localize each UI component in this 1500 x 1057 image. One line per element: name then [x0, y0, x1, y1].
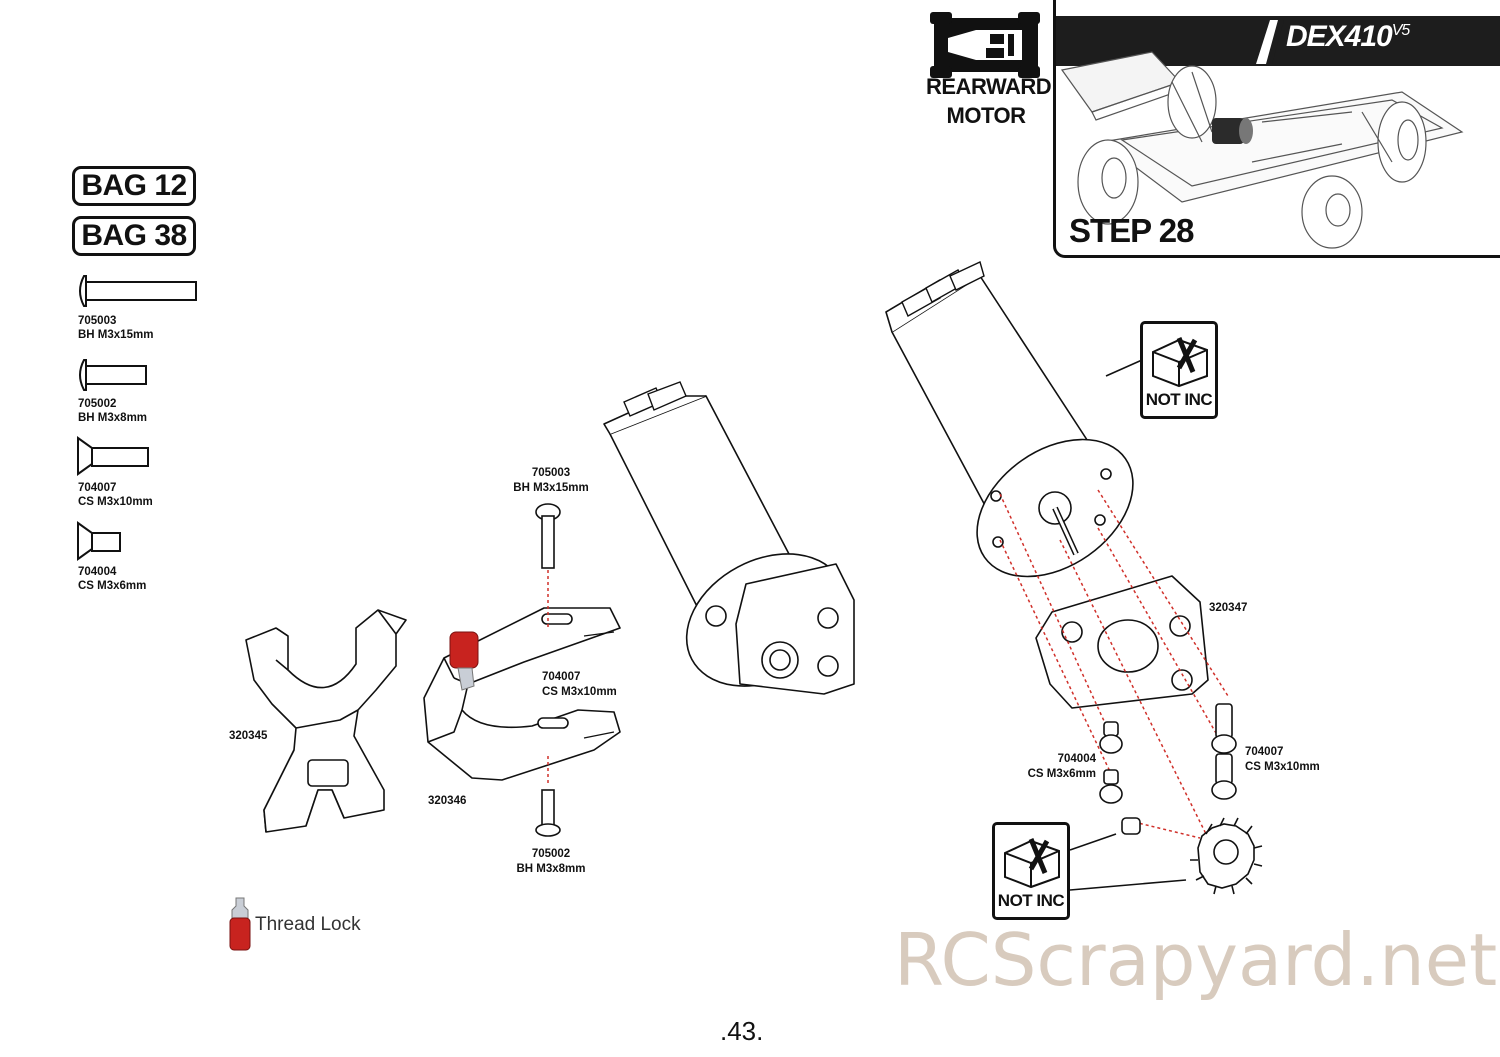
- motor-plate-320346-drawing: [423, 607, 621, 781]
- brand-suffix: V5: [1391, 22, 1411, 39]
- assembly-guide-lines: [999, 489, 1229, 839]
- top-bh-screw-drawing: [535, 503, 561, 630]
- not-included-leader-lines: [1069, 833, 1187, 891]
- right-screw-10-code: 704007: [1245, 746, 1284, 758]
- not-included-badge-pinion: NOT INC: [992, 822, 1070, 920]
- thread-lock-label: Thread Lock: [255, 914, 361, 935]
- part-label-320347: 320347: [1209, 602, 1248, 614]
- bag-38-badge: BAG 38: [72, 216, 196, 256]
- callout-right-screw-10: 704007 CS M3x10mm: [1245, 745, 1320, 775]
- part-code-704004: 704004: [78, 566, 117, 578]
- callout-right-screw-6: 704004 CS M3x6mm: [990, 752, 1096, 782]
- bottom-screw-code: 705002: [531, 848, 571, 860]
- motor-mount-320347-drawing: [1035, 575, 1209, 709]
- cs-m3x6-screw-icon: [77, 521, 121, 561]
- brand-name: DEX410: [1286, 20, 1393, 53]
- right-motor-drawing: [885, 261, 1134, 578]
- part-code-705002: 705002: [78, 398, 117, 410]
- pinion-gear-drawing: [1121, 817, 1263, 895]
- not-included-box-icon: [1004, 838, 1060, 889]
- callout-bottom-screw: 705002 BH M3x8mm: [486, 847, 616, 877]
- not-included-label-motor: NOT INC: [1145, 390, 1213, 409]
- part-desc-705003: BH M3x15mm: [78, 329, 154, 341]
- bottom-screw-desc: BH M3x8mm: [516, 863, 586, 875]
- top-screw-desc: BH M3x15mm: [513, 482, 589, 494]
- step-number: STEP 28: [1069, 212, 1194, 249]
- cs-m3x10-screw-icon: [77, 436, 149, 476]
- brand-logo: DEX410V5: [1286, 20, 1411, 54]
- top-screw-code: 705003: [531, 467, 571, 479]
- right-motor-leader-line: [1105, 359, 1143, 377]
- callout-top-screw: 705003 BH M3x15mm: [486, 466, 616, 496]
- rearward-motor-icon: [930, 12, 1040, 78]
- callout-mount-screw: 704007 CS M3x10mm: [542, 670, 617, 700]
- buggy-illustration: [1060, 51, 1464, 249]
- page-number: .43.: [720, 1016, 764, 1046]
- watermark-text: RCScrapyard.net: [894, 918, 1498, 1002]
- bag-12-badge: BAG 12: [72, 166, 196, 206]
- part-desc-704007: CS M3x10mm: [78, 496, 153, 508]
- right-screw-6-code: 704004: [1057, 753, 1096, 765]
- bh-m3x8-screw-icon: [79, 359, 147, 391]
- right-cs-m3x10-screw-drawing: [1211, 703, 1237, 800]
- thread-lock-bottle-icon: [229, 897, 251, 951]
- center-motor-drawing: [603, 381, 855, 695]
- part-label-320345: 320345: [229, 730, 268, 742]
- part-desc-704004: CS M3x6mm: [78, 580, 147, 592]
- motor-mount-320345-drawing: [245, 609, 407, 833]
- mount-screw-desc: CS M3x10mm: [542, 686, 617, 698]
- bottom-bh-screw-drawing: [535, 756, 561, 837]
- motor-mode-title: REARWARD MOTOR: [926, 72, 1052, 130]
- brand-slash-icon: [1256, 20, 1284, 64]
- mount-screw-code: 704007: [542, 671, 581, 683]
- motor-mode-line1: REARWARD: [926, 74, 1052, 99]
- not-included-badge-motor: NOT INC: [1140, 321, 1218, 419]
- not-included-label-pinion: NOT INC: [997, 891, 1065, 910]
- part-label-320346: 320346: [428, 795, 467, 807]
- part-desc-705002: BH M3x8mm: [78, 412, 148, 424]
- right-cs-m3x6-screw-drawing: [1099, 721, 1123, 804]
- right-screw-10-desc: CS M3x10mm: [1245, 761, 1320, 773]
- not-included-box-icon: [1152, 337, 1208, 388]
- part-code-704007: 704007: [78, 482, 117, 494]
- right-screw-6-desc: CS M3x6mm: [1027, 768, 1096, 780]
- motor-mode-line2: MOTOR: [946, 103, 1026, 128]
- part-code-705003: 705003: [78, 315, 117, 327]
- bh-m3x15-screw-icon: [79, 275, 197, 307]
